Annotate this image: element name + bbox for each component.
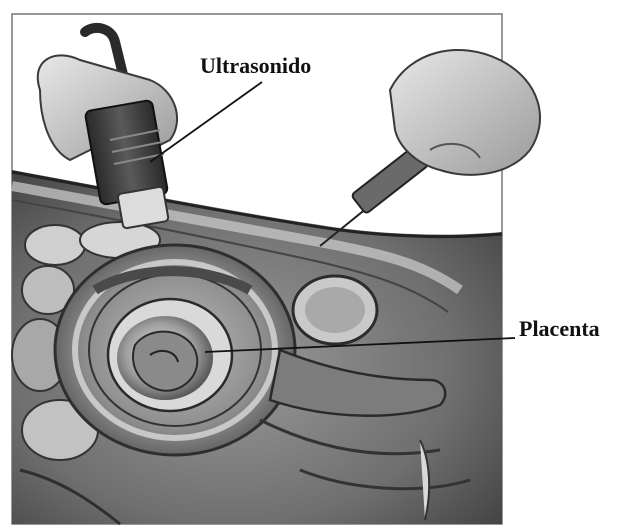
placenta-label: Placenta bbox=[519, 318, 600, 340]
fetus bbox=[108, 299, 232, 411]
syringe-hand bbox=[320, 50, 540, 246]
ultrasound-label: Ultrasonido bbox=[200, 55, 311, 77]
